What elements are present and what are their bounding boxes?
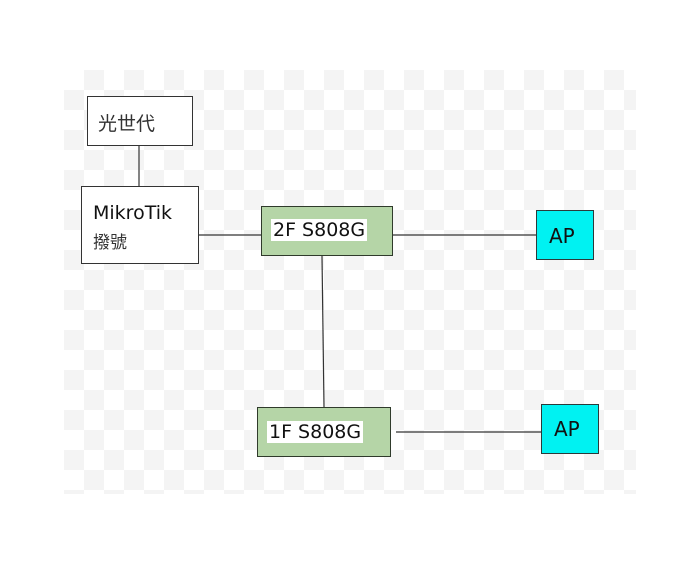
- node-ap-bottom-label: AP: [554, 417, 580, 441]
- node-guangshidai[interactable]: 光世代: [87, 96, 193, 146]
- node-switch-1f-label: 1F S808G: [267, 421, 364, 443]
- node-ap-top[interactable]: AP: [536, 210, 594, 260]
- node-ap-bottom[interactable]: AP: [541, 404, 599, 454]
- node-mikrotik-label-line2: 撥號: [93, 233, 127, 253]
- node-switch-1f[interactable]: 1F S808G: [257, 407, 391, 457]
- node-switch-2f[interactable]: 2F S808G: [261, 206, 393, 256]
- node-mikrotik[interactable]: MikroTik 撥號: [81, 186, 199, 264]
- node-switch-2f-label: 2F S808G: [271, 219, 368, 241]
- edge-2f-switch-1f-switch: [321, 255, 325, 408]
- node-ap-top-label: AP: [549, 224, 575, 248]
- node-mikrotik-label-line1: MikroTik: [93, 202, 172, 224]
- node-guangshidai-label: 光世代: [98, 113, 156, 135]
